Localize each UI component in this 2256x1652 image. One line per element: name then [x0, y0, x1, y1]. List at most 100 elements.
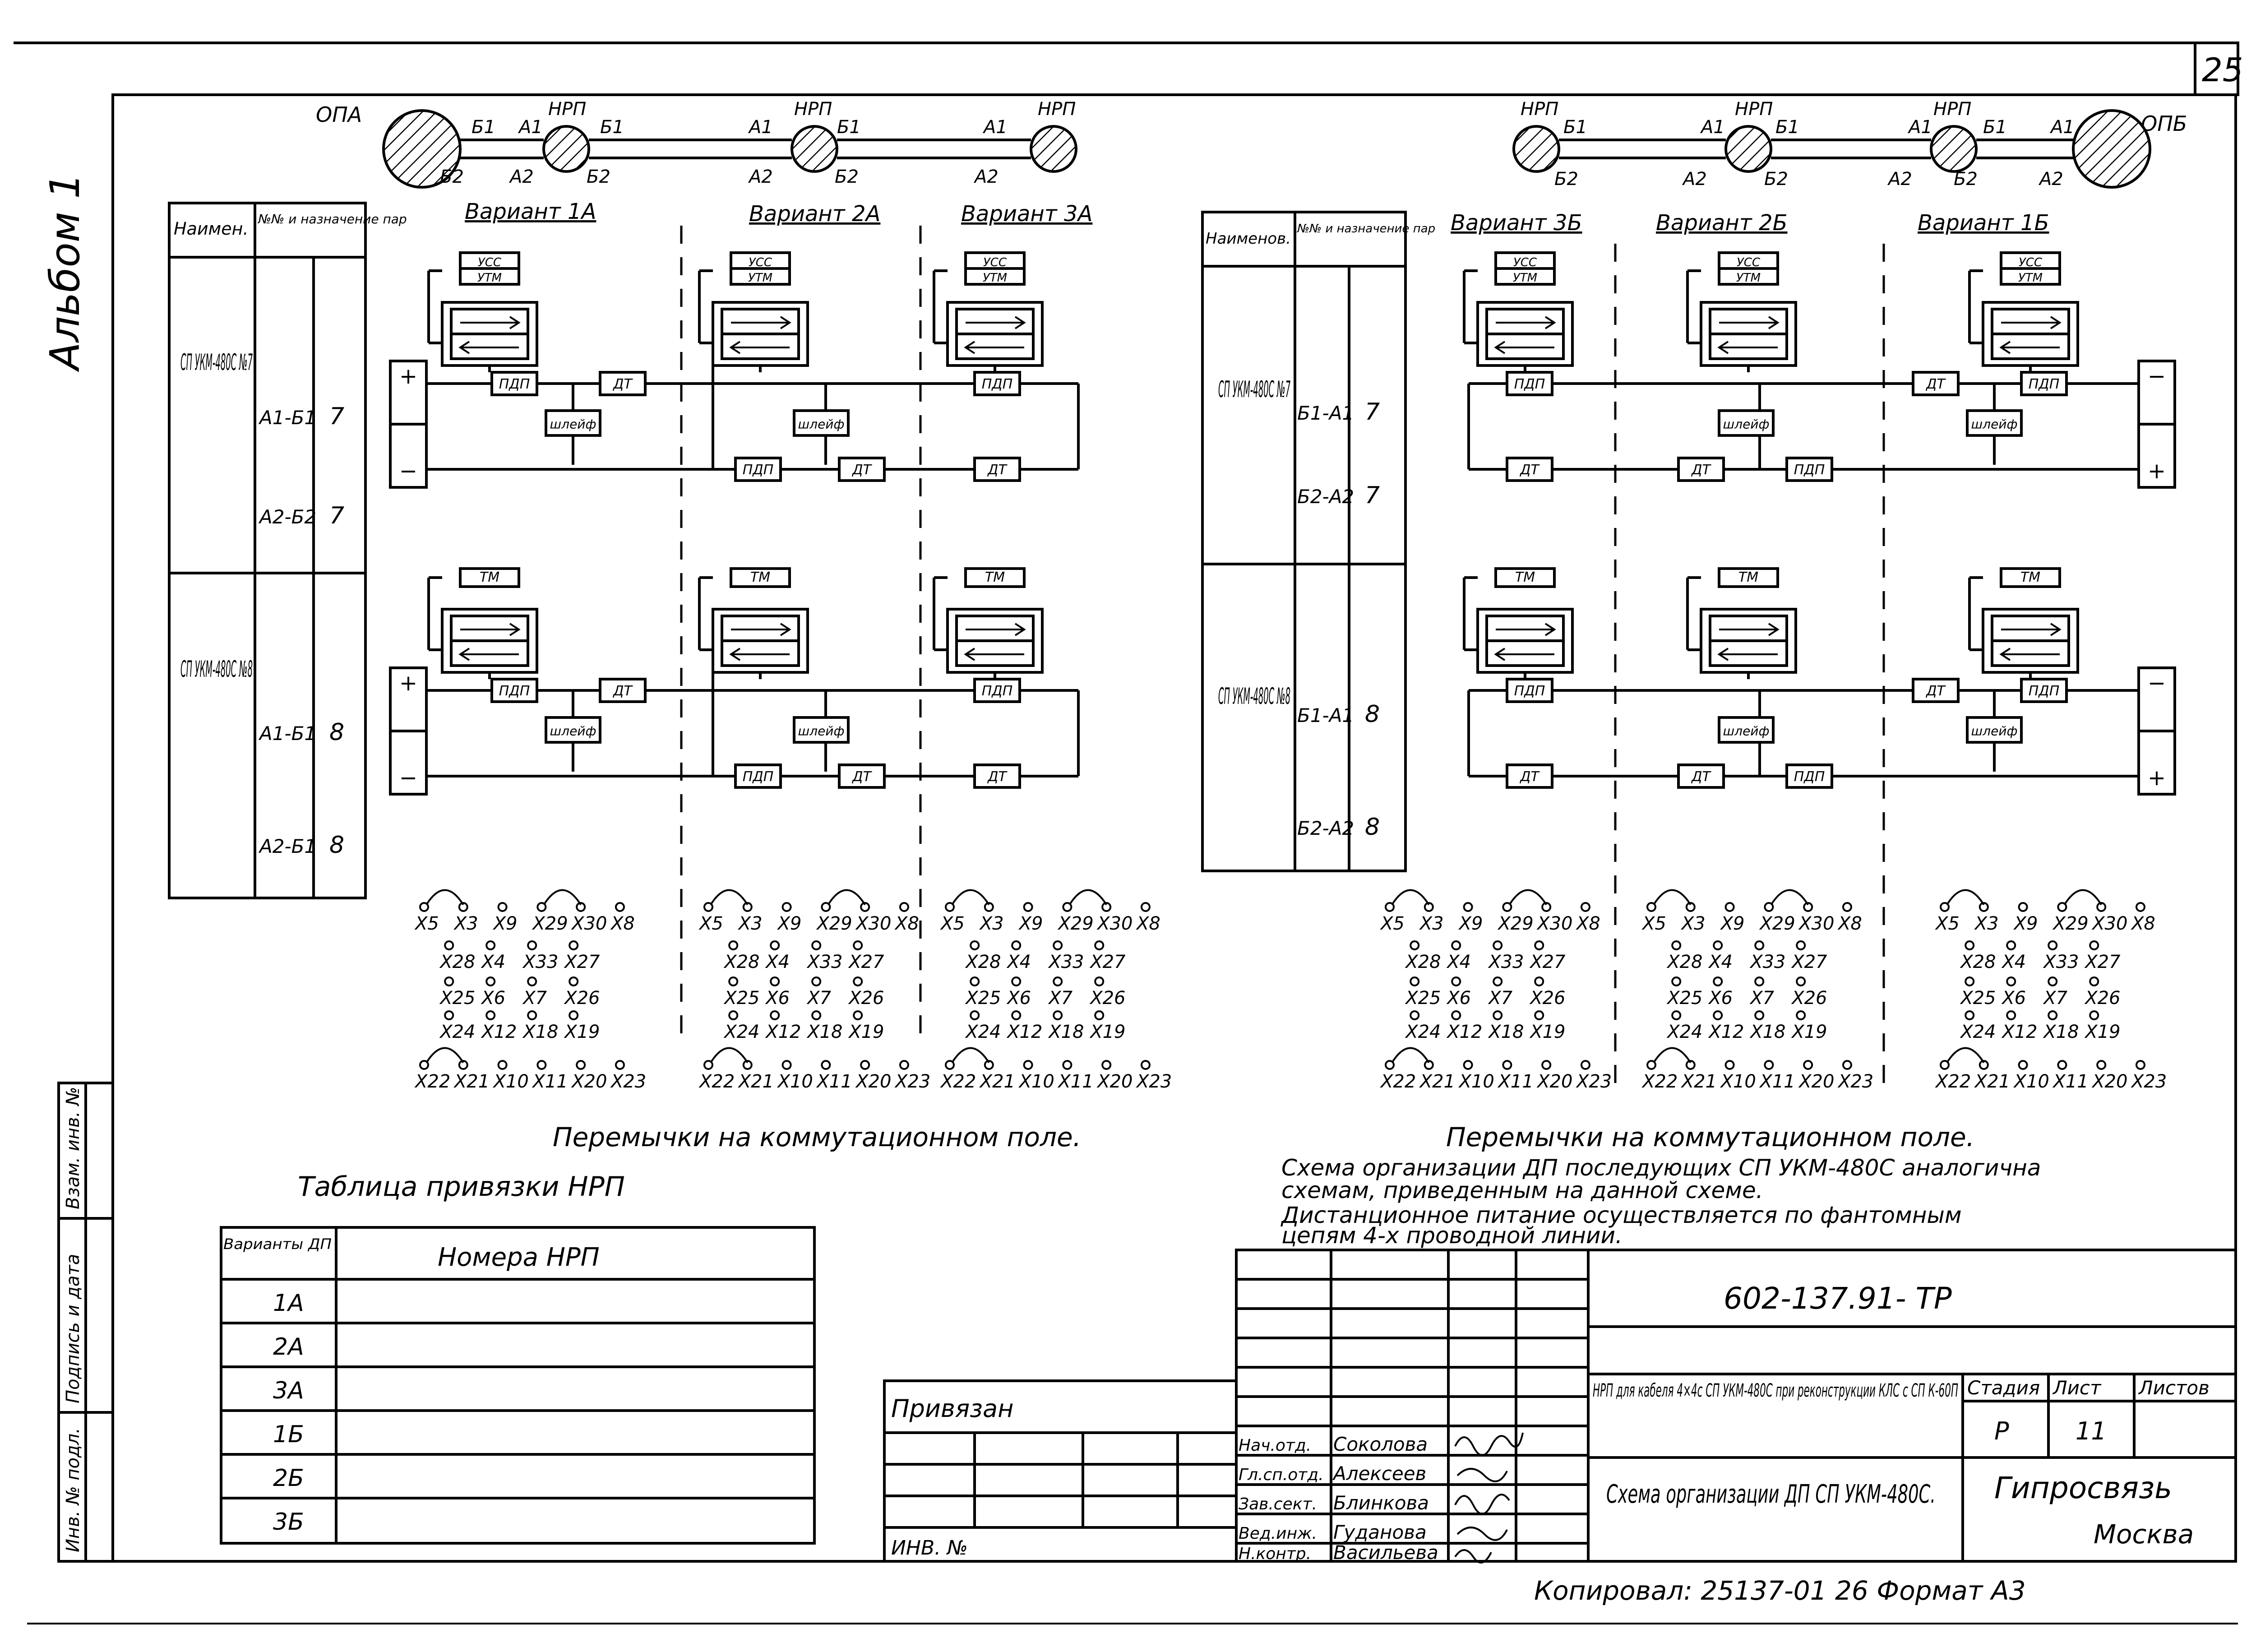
- terminal-dot: [1754, 976, 1765, 986]
- terminal-dot: [1842, 1060, 1852, 1070]
- terminal-label: X8: [894, 913, 919, 934]
- terminal-dot: [527, 976, 537, 986]
- terminal-label: X18: [1749, 1022, 1785, 1042]
- terminal-dot: [1451, 940, 1461, 950]
- terminal-label: X10: [2013, 1071, 2049, 1092]
- dt-block: [838, 764, 886, 789]
- terminal-dot: [444, 940, 454, 950]
- nrp-row: 3Б: [273, 1509, 304, 1536]
- tm-block-label: ТМ: [2020, 569, 2040, 585]
- terminal-dot: [770, 1010, 780, 1020]
- pdp-block: [973, 371, 1021, 396]
- role: Нач.отд.: [1239, 1436, 1311, 1455]
- terminal-dot: [984, 1060, 994, 1070]
- dt-block: [1912, 678, 1960, 703]
- dt-block-label: ДТ: [1691, 769, 1711, 785]
- utm-label: УТМ: [983, 271, 1007, 285]
- terminal-label: X12: [1006, 1022, 1042, 1042]
- variant-headings: Вариант 1А Вариант 2А Вариант 3А Вариант…: [465, 199, 2049, 236]
- terminal-label: X27: [1529, 952, 1566, 972]
- terminal-dot: [1646, 902, 1656, 912]
- terminal-label: X21: [453, 1071, 490, 1092]
- terminal-label: X21: [1419, 1071, 1455, 1092]
- dt-block-label: ДТ: [851, 769, 872, 785]
- terminal-label: X7: [1488, 988, 1512, 1009]
- jumper-arc: [710, 889, 749, 906]
- terminal-dot: [2006, 976, 2016, 986]
- terminal-label: X6: [1708, 988, 1733, 1009]
- terminal-label: X20: [1096, 1071, 1133, 1092]
- terminal-label: X33: [1048, 952, 1084, 972]
- terminal-dot: [444, 1010, 454, 1020]
- project-text: НРП для кабеля 4×4с СП УКМ-480С при реко…: [1593, 1380, 1958, 1401]
- terminal-label: X12: [765, 1022, 801, 1042]
- terminal-label: X5: [698, 913, 723, 934]
- terminal-dot: [1534, 976, 1544, 986]
- terminal-label: X7: [522, 988, 547, 1009]
- terminal-label: X19: [1791, 1022, 1827, 1042]
- label-b1: Б1: [1775, 117, 1799, 138]
- terminal-dot: [2048, 940, 2058, 950]
- terminal-dot: [1713, 1010, 1723, 1020]
- terminal-label: X23: [2131, 1071, 2167, 1092]
- row-num: 7: [329, 403, 344, 430]
- pdp-block: [973, 678, 1021, 703]
- arrow-left-icon: [729, 648, 790, 661]
- terminal-label: X10: [1018, 1071, 1054, 1092]
- terminal-label: X18: [2043, 1022, 2079, 1042]
- terminal-dot: [860, 1060, 870, 1070]
- row-num: 7: [1365, 398, 1380, 426]
- jumper-arc: [827, 889, 866, 906]
- terminal-label: X4: [481, 952, 505, 972]
- person: Васильева: [1333, 1541, 1438, 1564]
- terminal-label: X30: [571, 913, 607, 934]
- dt-block-label: ДТ: [612, 376, 633, 392]
- terminal-dot: [485, 1010, 496, 1020]
- stamp-inv: Инв. № подл.: [63, 1428, 83, 1552]
- left-pairs-table: Наимен. №№ и назначение пар СП УКМ-480С …: [168, 202, 407, 899]
- terminal-label: X9: [1720, 913, 1745, 934]
- terminal-label: X23: [894, 1071, 930, 1092]
- nrp-binding-table: Таблица привязки НРП Варианты ДП Номера …: [220, 1171, 816, 1545]
- terminal-label: X25: [723, 988, 759, 1009]
- sheet-title: Схема организации ДП СП УКМ-480С.: [1606, 1480, 1936, 1509]
- utm-label: УТМ: [477, 271, 502, 285]
- pdp-block: [1506, 678, 1553, 703]
- terminal-label: X33: [2043, 952, 2079, 972]
- terminal-label: X20: [2091, 1071, 2127, 1092]
- shleif-block-label: шлейф: [798, 724, 845, 739]
- shleif-block: [545, 409, 601, 437]
- terminal-label: X19: [564, 1022, 600, 1042]
- terminal-label: X22: [1935, 1071, 1971, 1092]
- label-b2: Б2: [1764, 169, 1788, 190]
- row-num: 7: [329, 502, 344, 529]
- terminal-label: X11: [1057, 1071, 1093, 1092]
- pdp-block-label: ПДП: [1514, 683, 1545, 699]
- dt-block: [599, 678, 647, 703]
- left-line-diagram: ОПА Б1 А1 НРП Б1 А1 НРП Б1 А1 НРП Б2 А2 …: [316, 99, 1077, 189]
- utm-label: УТМ: [1736, 271, 1761, 285]
- terminal-dot: [615, 902, 625, 912]
- terminal-dot: [1094, 940, 1105, 950]
- station-opb: ОПБ: [2141, 111, 2187, 136]
- terminal-dot: [1053, 1010, 1063, 1020]
- pdp-block-label: ПДП: [2029, 683, 2060, 699]
- label-b2: Б2: [587, 167, 610, 187]
- terminal-dot: [1094, 976, 1105, 986]
- arrow-left-icon: [458, 341, 519, 354]
- terminal-dot: [853, 976, 863, 986]
- terminal-label: X18: [806, 1022, 842, 1042]
- terminal-label: X4: [2001, 952, 2026, 972]
- terminal-dot: [1011, 1010, 1022, 1020]
- terminal-label: X8: [1576, 913, 1600, 934]
- label-a2: А2: [1887, 169, 1912, 190]
- pdp-block-label: ПДП: [1794, 462, 1825, 478]
- footer-copy: Копировал: 25137-01 26 Формат А3: [1534, 1575, 2026, 1606]
- terminal-dot: [1101, 902, 1112, 912]
- terminal-label: X20: [855, 1071, 891, 1092]
- terminal-dot: [527, 1010, 537, 1020]
- shleif-block: [1966, 716, 2023, 744]
- terminal-label: X7: [806, 988, 831, 1009]
- terminal-label: X28: [1666, 952, 1702, 972]
- row-pair: А2-Б1: [258, 835, 316, 857]
